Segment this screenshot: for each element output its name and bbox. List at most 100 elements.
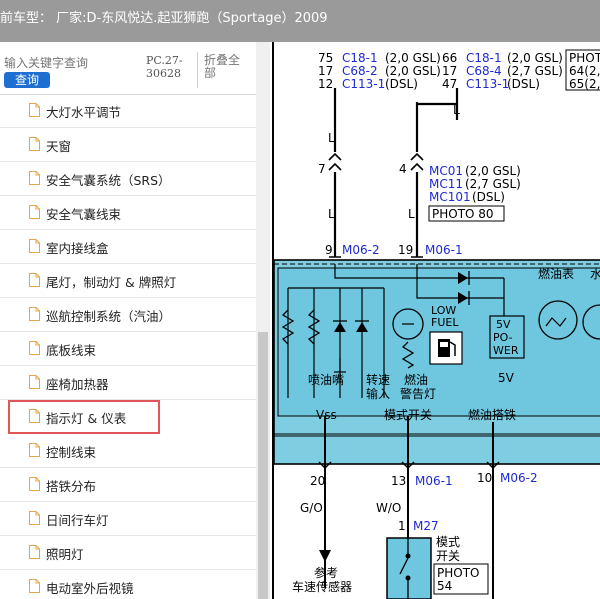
- power-label: PO-: [493, 331, 513, 344]
- photo-label: PHOTO: [437, 566, 479, 580]
- connector-ref[interactable]: M06-2: [342, 243, 380, 257]
- search-input[interactable]: [4, 56, 140, 70]
- tree-item[interactable]: 巡航控制系统（汽油）: [0, 298, 256, 332]
- connector-spec: (2,7 GSL): [465, 177, 521, 191]
- photo-box: [565, 49, 600, 91]
- search-bar: 查询 PC.27-30628 折叠全部: [0, 42, 256, 95]
- document-icon: [29, 409, 40, 423]
- resistor-icon: [281, 309, 295, 345]
- switch-icon: [405, 553, 411, 559]
- connector-ref[interactable]: MC11: [429, 177, 463, 191]
- scrollbar-thumb[interactable]: [258, 332, 268, 599]
- document-icon: [29, 443, 40, 457]
- wire-color-label: L: [328, 207, 335, 221]
- pin-number: 1: [398, 519, 406, 533]
- diode-icon: [458, 272, 468, 284]
- connector-ref[interactable]: C113-1: [466, 77, 509, 91]
- tree-item-label: 照明灯: [46, 547, 84, 562]
- connector-spec: (2,7 GSL): [507, 64, 563, 78]
- tree-item[interactable]: 搭铁分布: [0, 468, 256, 502]
- connector-ref[interactable]: C18-1: [466, 51, 502, 65]
- resistor-icon: [401, 341, 415, 369]
- splice-mark: [486, 461, 500, 470]
- connector-ref[interactable]: C68-4: [466, 64, 502, 78]
- tree-item[interactable]: 大灯水平调节: [0, 94, 256, 128]
- tree-item[interactable]: 控制线束: [0, 434, 256, 468]
- photo-box: [433, 563, 489, 595]
- water-temp-label: 水: [590, 267, 600, 281]
- power-label: 5V: [496, 318, 511, 331]
- fuel-gauge-icon: [545, 317, 567, 327]
- connector-spec: (DSL): [385, 77, 418, 91]
- tree-item-label: 底板线束: [46, 343, 97, 358]
- tree-item[interactable]: 尾灯，制动灯 & 牌照灯: [0, 264, 256, 298]
- tree-item-label: 搭铁分布: [46, 479, 97, 494]
- tree-item[interactable]: 指示灯 & 仪表: [8, 400, 160, 434]
- mode-switch-label: 模式开关: [384, 408, 432, 422]
- fuel-pump-icon: [440, 342, 448, 347]
- connector-ref[interactable]: MC01: [429, 164, 463, 178]
- connector-ref[interactable]: M27: [413, 519, 439, 533]
- splice-mark: [328, 162, 342, 171]
- wire-color-label: G/O: [300, 501, 323, 515]
- mode-switch-name: 开关: [436, 549, 460, 563]
- pin-number: 9: [325, 243, 333, 257]
- pin-number: 19: [398, 243, 413, 257]
- tree-item-label: 座椅加热器: [46, 377, 109, 392]
- tree-item[interactable]: 照明灯: [0, 536, 256, 570]
- search-button[interactable]: 查询: [4, 72, 50, 88]
- splice-mark: [318, 461, 332, 470]
- document-icon: [29, 171, 40, 185]
- diode-icon: [334, 322, 346, 332]
- connector-ref[interactable]: M06-1: [425, 243, 463, 257]
- document-icon: [29, 579, 40, 593]
- connector-ref[interactable]: C68-2: [342, 64, 378, 78]
- connector-ref[interactable]: M06-2: [500, 471, 538, 485]
- splice-mark: [328, 152, 342, 161]
- pin-number: 66: [442, 51, 457, 65]
- connector-ref[interactable]: MC101: [429, 190, 471, 204]
- pin-number: 20: [310, 474, 325, 488]
- tree-item-label: 指示灯 & 仪表: [46, 411, 127, 426]
- tree-item-label: 大灯水平调节: [46, 105, 122, 120]
- pin-number: 10: [477, 471, 492, 485]
- connector-spec: (DSL): [507, 77, 540, 91]
- fuel-gauge-label: 燃油表: [538, 266, 574, 281]
- tree-item-label: 安全气囊系统（SRS）: [46, 173, 171, 188]
- connector-spec: (2,0 GSL): [385, 64, 441, 78]
- fuel-gauge-icon: [538, 300, 578, 340]
- connector-ref[interactable]: C113-1: [342, 77, 385, 91]
- fold-all-button[interactable]: 折叠全部: [204, 53, 241, 80]
- tree-item-label: 天窗: [46, 139, 72, 154]
- tree-item[interactable]: 安全气囊线束: [0, 196, 256, 230]
- pin-number: 17: [442, 64, 457, 78]
- tree-item[interactable]: 电动室外后视镜: [0, 570, 256, 599]
- cluster-wire: [416, 264, 504, 299]
- temp-gauge-icon: [582, 304, 600, 340]
- tree-item[interactable]: 底板线束: [0, 332, 256, 366]
- five-volt-label: 5V: [498, 371, 515, 385]
- wiring-diagram-svg: 75 17 12 C18-1 C68-2 C113-1 (2,0 GSL) (2…: [274, 49, 600, 599]
- tree-scrollbar[interactable]: [256, 42, 270, 599]
- document-icon: [29, 511, 40, 525]
- splice-number: 7: [318, 162, 326, 176]
- vss-label: Vss: [316, 408, 337, 422]
- wire-color-label: L: [453, 103, 460, 117]
- wiring-diagram: 75 17 12 C18-1 C68-2 C113-1 (2,0 GSL) (2…: [272, 42, 600, 599]
- tree-item-label: 室内接线盒: [46, 241, 109, 256]
- connector-ref[interactable]: M06-1: [415, 474, 453, 488]
- tree-item[interactable]: 座椅加热器: [0, 366, 256, 400]
- document-icon: [29, 103, 40, 117]
- connector-ref[interactable]: C18-1: [342, 51, 378, 65]
- divider: [197, 52, 198, 88]
- switch-icon: [399, 557, 409, 575]
- tree-item[interactable]: 日间行车灯: [0, 502, 256, 536]
- pin-number: 47: [442, 77, 457, 91]
- fuel-warning-label: 警告灯: [400, 386, 436, 401]
- tree-item-label: 电动室外后视镜: [46, 581, 134, 596]
- resistor-icon: [307, 309, 321, 345]
- tree-item[interactable]: 室内接线盒: [0, 230, 256, 264]
- tree-item[interactable]: 天窗: [0, 128, 256, 162]
- tree-item[interactable]: 安全气囊系统（SRS）: [0, 162, 256, 196]
- photo-label: PHOTO 80: [432, 207, 494, 221]
